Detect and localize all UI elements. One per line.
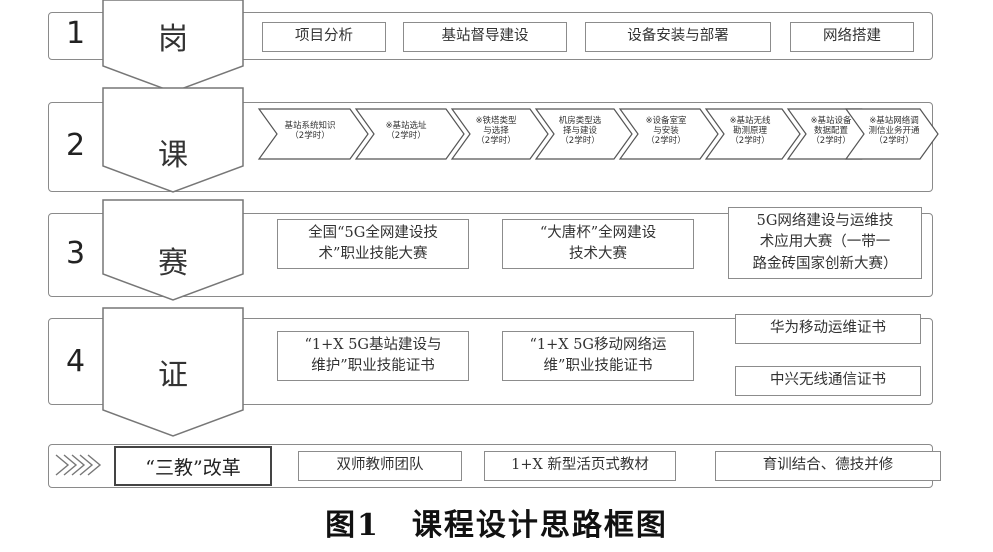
row-1-item: 项目分析 bbox=[262, 22, 386, 52]
row-4-item: 华为移动运维证书 bbox=[735, 314, 921, 344]
course-step-label: ※基站无线勘测原理（2学时） bbox=[729, 116, 771, 147]
row-1-number: 1 bbox=[66, 16, 86, 51]
row-1-item: 设备安装与部署 bbox=[585, 22, 771, 52]
course-step-shape bbox=[450, 108, 549, 160]
course-step-shape bbox=[704, 108, 801, 160]
row-4-item: 中兴无线通信证书 bbox=[735, 366, 921, 396]
course-step-label: ※基站网络调测信业务开通（2学时） bbox=[868, 116, 920, 147]
chevron-arrow-3 bbox=[102, 199, 244, 301]
row-4-item: “1+X 5G基站建设与维护”职业技能证书 bbox=[277, 331, 469, 381]
course-step-label: 基站系统知识（2学时） bbox=[284, 121, 336, 142]
reform-item: 1+X 新型活页式教材 bbox=[484, 451, 676, 481]
course-step-shape bbox=[844, 108, 939, 160]
course-step-label: ※基站选址（2学时） bbox=[385, 121, 427, 142]
chevron-arrow-4 bbox=[102, 307, 244, 437]
course-step-label: ※设备室室与安装（2学时） bbox=[645, 116, 687, 147]
row-2-number: 2 bbox=[66, 128, 86, 163]
course-step-label: ※铁塔类型与选择（2学时） bbox=[475, 116, 517, 147]
triple-chevron-icon bbox=[55, 454, 102, 476]
reform-item: 育训结合、德技并修 bbox=[715, 451, 941, 481]
row-4-number: 4 bbox=[66, 344, 86, 379]
figure-caption: 图1 课程设计思路框图 bbox=[325, 508, 668, 543]
course-step-label: 机房类型选择与建设（2学时） bbox=[558, 116, 602, 147]
chevron-arrow-2 bbox=[102, 87, 244, 193]
row-1-label: 岗 bbox=[158, 22, 188, 57]
course-step-shape bbox=[618, 108, 719, 160]
course-step-shape bbox=[354, 108, 465, 160]
row-3-item: 全国“5G全网建设技术”职业技能大赛 bbox=[277, 219, 469, 269]
course-step-shape bbox=[257, 108, 369, 160]
row-2-label: 课 bbox=[158, 138, 188, 173]
row-3-label: 赛 bbox=[158, 246, 188, 281]
row-4-label: 证 bbox=[158, 358, 188, 393]
reform-item: 双师教师团队 bbox=[298, 451, 462, 481]
course-step-label: ※基站设备数据配置（2学时） bbox=[810, 116, 852, 147]
row-1-item: 基站督导建设 bbox=[403, 22, 567, 52]
reform-title: “三教”改革 bbox=[114, 446, 272, 486]
row-3-number: 3 bbox=[66, 236, 86, 271]
chevron-arrow-1 bbox=[102, 0, 244, 93]
course-step-shape bbox=[534, 108, 633, 160]
row-4-item: “1+X 5G移动网络运维”职业技能证书 bbox=[502, 331, 694, 381]
row-1-item: 网络搭建 bbox=[790, 22, 914, 52]
row-3-item: 5G网络建设与运维技术应用大赛（一带一路金砖国家创新大赛） bbox=[728, 207, 922, 279]
row-3-item: “大唐杯”全网建设技术大赛 bbox=[502, 219, 694, 269]
